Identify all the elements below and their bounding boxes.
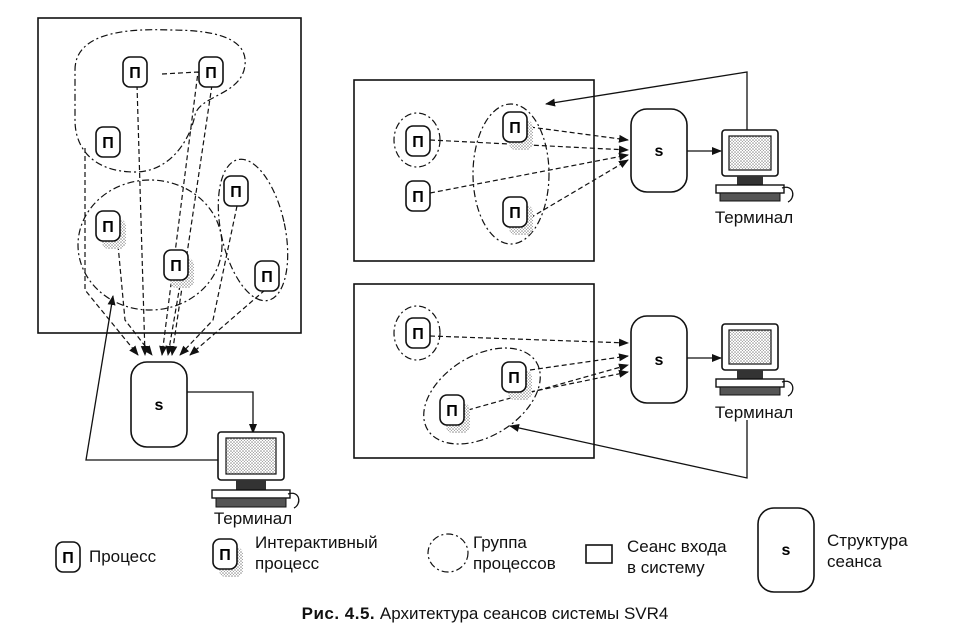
session-structure-left: s [130,361,188,448]
process-icon: П [122,56,148,88]
svg-text:s: s [782,542,791,559]
process-icon: П [405,180,431,212]
process-group-left-middle [77,179,223,311]
svg-text:П: П [509,205,521,222]
interactive-process-icon: П [502,196,533,235]
svg-text:s: s [655,352,664,369]
svg-text:П: П [446,403,458,420]
svg-text:П: П [509,120,521,137]
svg-text:П: П [129,65,141,82]
terminal-icon [211,431,300,509]
figure-caption-prefix: Рис. 4.5. [301,604,376,623]
legend-interactive-label-line2: процесс [255,554,320,573]
svg-text:П: П [412,326,424,343]
svg-text:П: П [205,65,217,82]
process-icon: П [223,175,249,207]
legend-process-label: Процесс [89,547,157,566]
legend-group-icon [427,533,469,573]
svg-text:s: s [155,397,164,414]
terminal-icon [715,323,794,397]
process-nodes-left: П П П П П П П [95,56,280,292]
legend-login-label-line2: в систему [627,558,705,577]
interactive-process-icon: П [95,210,126,249]
process-groups-left [74,29,289,311]
process-group-rb-single [393,305,441,361]
svg-text:П: П [102,219,114,236]
legend-interactive-label-line1: Интерактивный [255,533,378,552]
legend-session-label-line1: Структура [827,531,908,550]
process-group-left-top [74,29,246,173]
terminal-links-right-top [545,71,748,155]
process-group-rb-pair [423,347,541,445]
legend-group-label-line2: процессов [473,554,556,573]
interactive-process-icon: П [502,111,533,150]
process-arrows-right-bottom [429,335,629,411]
svg-text:П: П [412,189,424,206]
interactive-process-icon: П [501,361,532,400]
legend-session-label-line2: сеанса [827,552,882,571]
svg-text:П: П [261,269,273,286]
legend-login-label-line1: Сеанс входа [627,537,727,556]
session-structure-right-top: s [630,108,688,193]
figure-caption-text: Архитектура сеансов системы SVR4 [379,604,669,623]
terminal-links-right-bottom [509,354,748,479]
terminal-links-left [85,295,257,461]
svg-text:П: П [230,184,242,201]
terminal-label-right-bottom: Терминал [715,403,793,422]
svg-text:s: s [655,143,664,160]
interactive-process-icon: П [163,249,194,288]
legend-process-icon: П [55,541,81,573]
process-icon: П [254,260,280,292]
svg-text:П: П [170,258,182,275]
interactive-process-icon: П [439,394,470,433]
svg-text:П: П [62,550,74,567]
svg-text:П: П [102,135,114,152]
svg-text:П: П [412,134,424,151]
process-arrows-left [84,71,266,356]
figure-caption: Рис. 4.5. Архитектура сеансов системы SV… [0,604,970,624]
process-nodes-right-bottom: П П П [405,317,532,433]
terminal-label-left: Терминал [214,509,292,528]
process-nodes-right-top: П П П П [405,111,533,235]
process-groups-right-bottom [393,305,541,445]
process-icon: П [405,125,431,157]
terminal-icon [715,129,794,203]
process-icon: П [405,317,431,349]
process-group-rt-pair [472,103,550,245]
login-session-right-top [353,79,595,262]
process-group-left-right [217,158,289,302]
legend-login-session-icon [585,544,613,564]
login-session-left [37,17,302,334]
legend-interactive-process-icon: П [212,538,243,577]
svg-text:П: П [508,370,520,387]
process-icon: П [198,56,224,88]
login-session-right-bottom [353,283,595,459]
process-icon: П [95,126,121,158]
legend: П П s [55,507,815,593]
svg-text:П: П [219,547,231,564]
legend-session-structure-icon: s [757,507,815,593]
session-structure-right-bottom: s [630,315,688,404]
legend-group-label-line1: Группа [473,533,527,552]
terminal-label-right-top: Терминал [715,208,793,227]
